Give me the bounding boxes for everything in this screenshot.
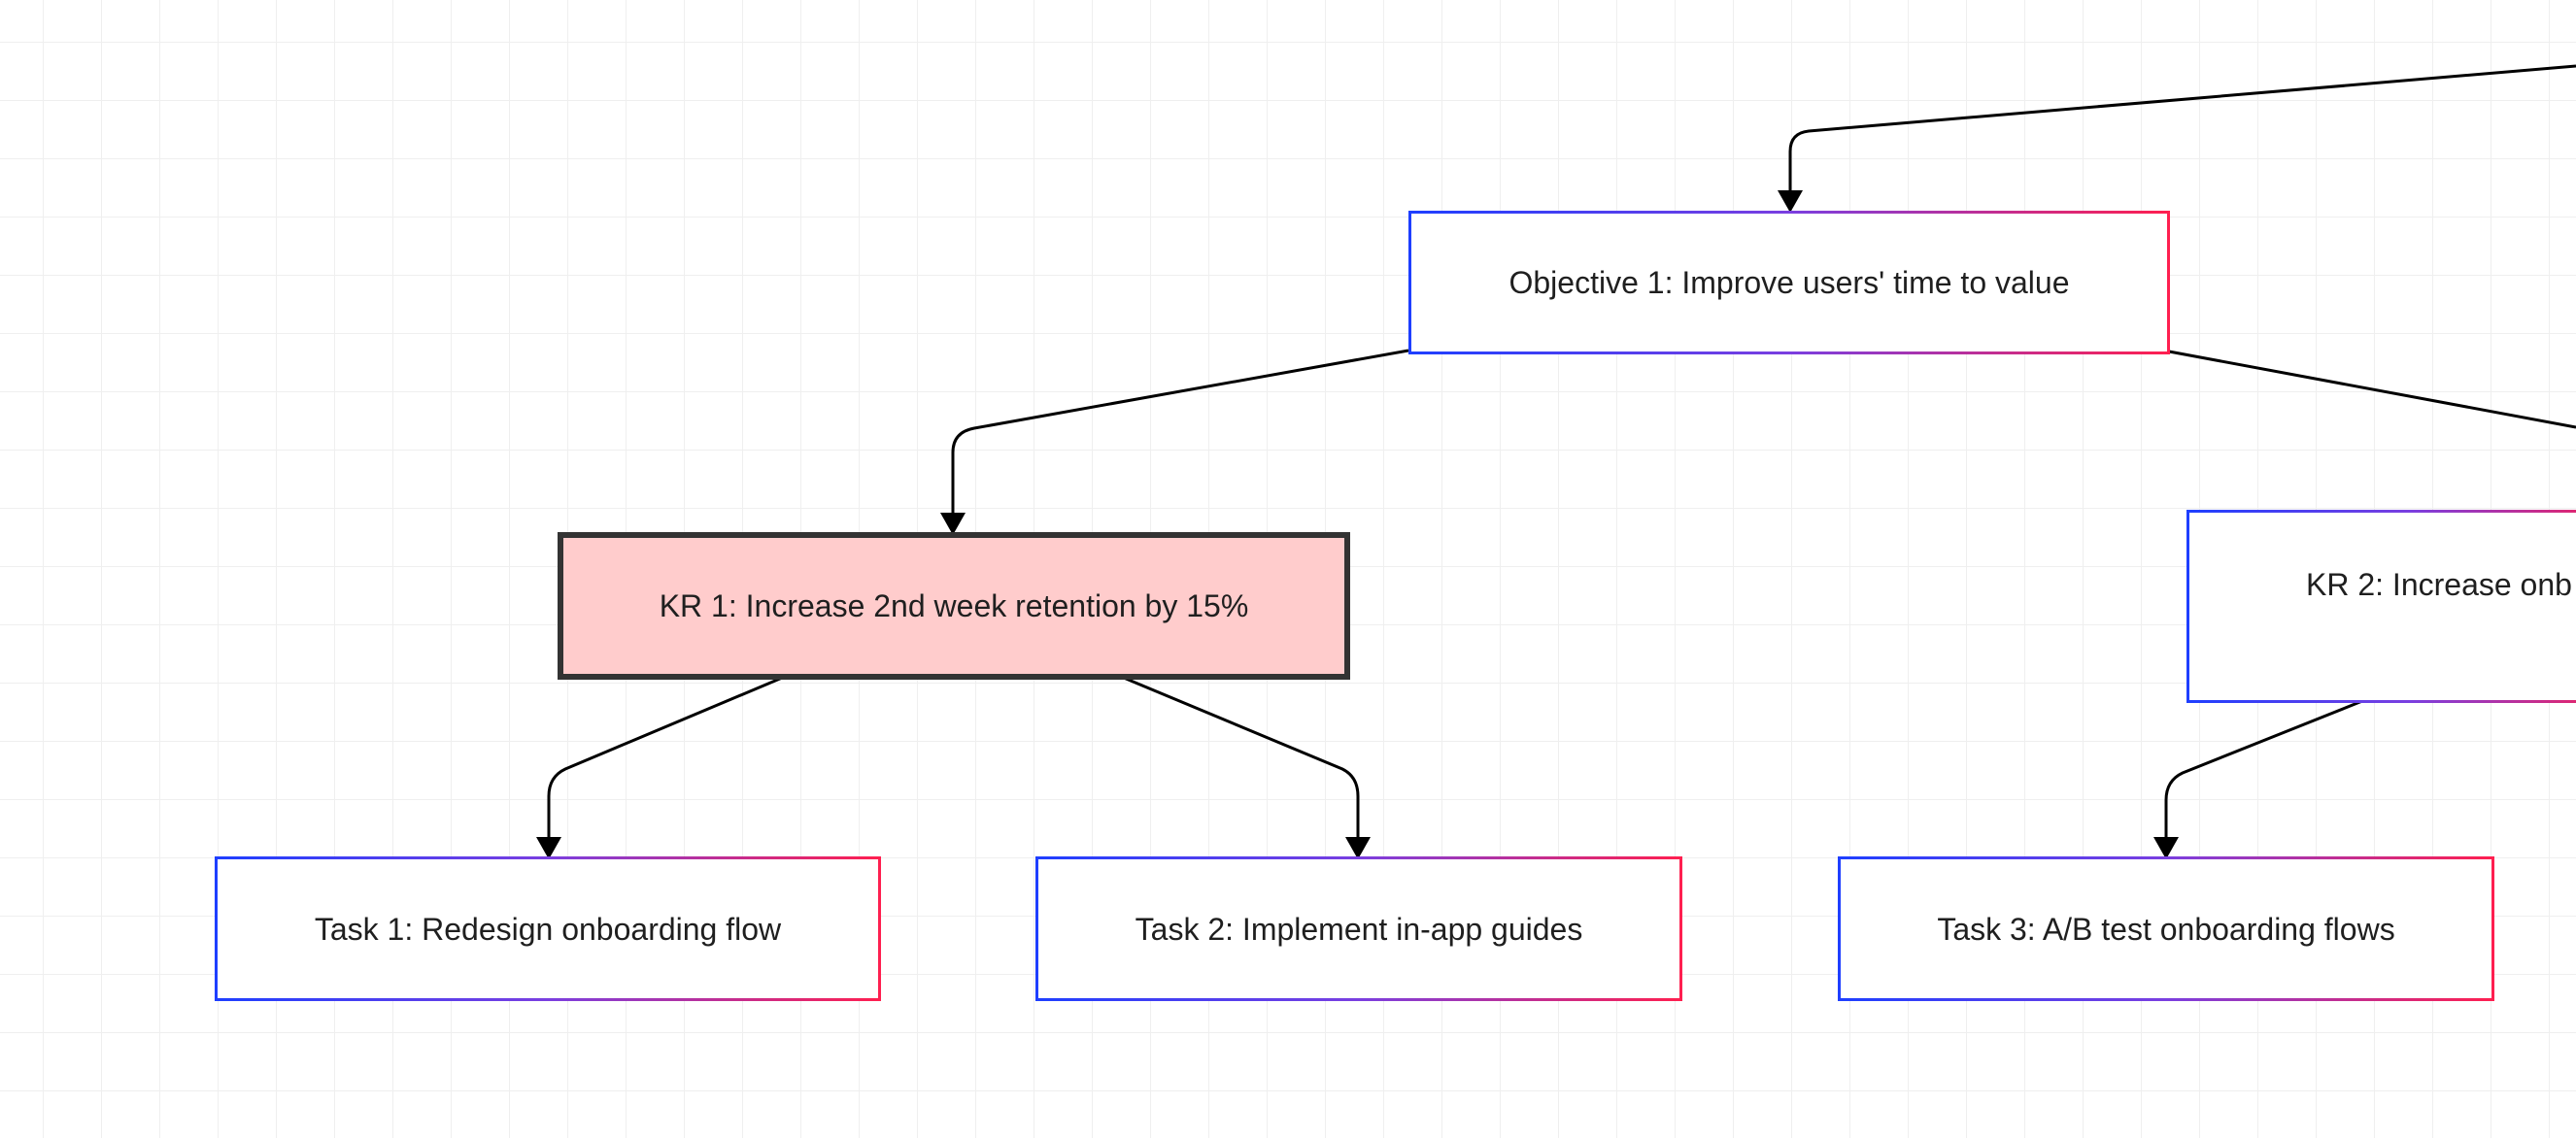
- node-task-1-label: Task 1: Redesign onboarding flow: [314, 911, 782, 947]
- node-kr-2-label-line2: 2: [2306, 608, 2576, 654]
- node-kr-1-label: KR 1: Increase 2nd week retention by 15%: [659, 588, 1249, 623]
- node-objective-1[interactable]: Objective 1: Improve users' time to valu…: [1408, 211, 2170, 354]
- edge-objective1-to-kr2[interactable]: [2168, 350, 2576, 429]
- edge-kr2-to-task3[interactable]: [2164, 699, 2363, 841]
- edge-kr1-to-task1[interactable]: [547, 674, 788, 841]
- arrowhead-task2: [1345, 837, 1371, 859]
- node-task-2[interactable]: Task 2: Implement in-app guides: [1035, 856, 1682, 1001]
- arrowhead-task3: [2153, 837, 2179, 859]
- node-kr-2[interactable]: KR 2: Increase onb 2: [2186, 510, 2576, 703]
- node-objective-1-label: Objective 1: Improve users' time to valu…: [1508, 265, 2070, 300]
- node-task-2-label: Task 2: Implement in-app guides: [1135, 911, 1583, 947]
- node-task-3-label: Task 3: A/B test onboarding flows: [1937, 911, 2395, 947]
- node-kr-1[interactable]: KR 1: Increase 2nd week retention by 15%: [558, 532, 1350, 680]
- arrowhead-task1: [536, 837, 561, 859]
- arrowhead-kr1: [940, 513, 966, 535]
- arrowhead-objective1: [1778, 190, 1803, 213]
- node-task-1[interactable]: Task 1: Redesign onboarding flow: [215, 856, 881, 1001]
- edge-objective1-to-kr1[interactable]: [951, 349, 1409, 517]
- node-task-3[interactable]: Task 3: A/B test onboarding flows: [1838, 856, 2494, 1001]
- edge-root-to-objective1[interactable]: [1788, 64, 2576, 194]
- node-kr-2-label-line1: KR 2: Increase onb: [2306, 567, 2572, 602]
- edge-kr1-to-task2[interactable]: [1118, 674, 1360, 841]
